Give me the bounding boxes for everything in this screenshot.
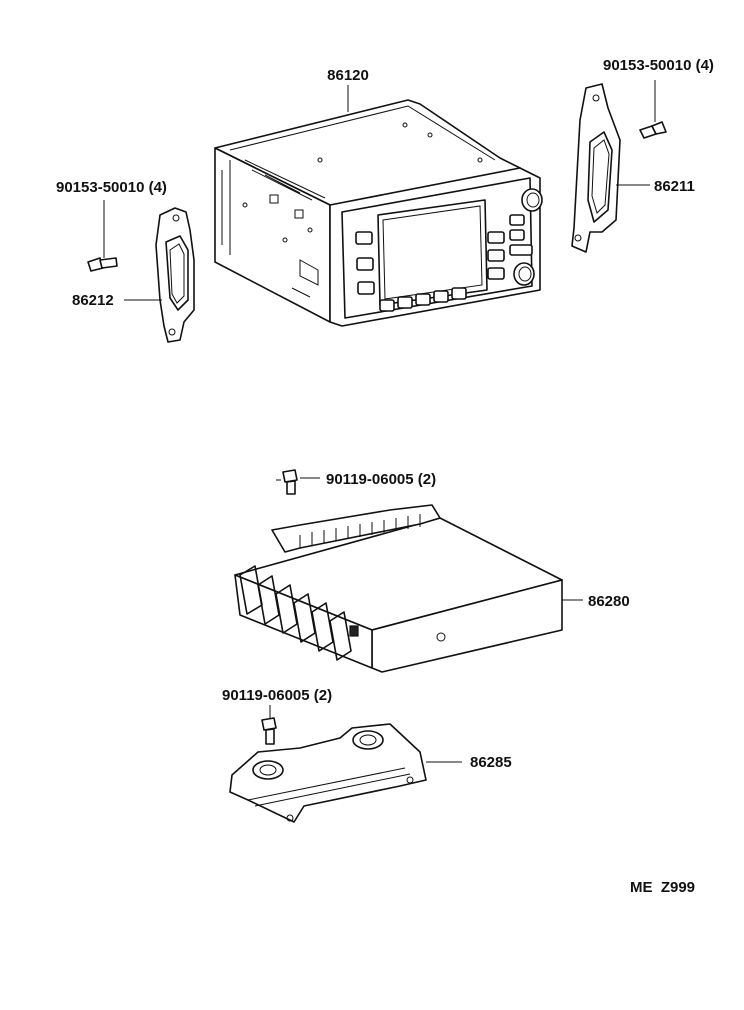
radio-unit-86120 [214, 85, 543, 327]
screw-90153-right [639, 80, 667, 139]
label-bolt-top: 90119-06005 (2) [326, 471, 436, 488]
screw-90153-left [87, 200, 118, 272]
label-86120: 86120 [327, 67, 369, 84]
bolt-90119-top [276, 469, 320, 495]
amp-bracket-86285 [229, 723, 462, 823]
footer-code: ME Z999 [630, 879, 695, 896]
label-86280: 86280 [588, 593, 630, 610]
label-86212: 86212 [72, 292, 114, 309]
bracket-86211 [571, 83, 650, 253]
bolt-90119-bottom [261, 705, 277, 745]
bracket-86212 [124, 207, 195, 343]
label-86285: 86285 [470, 754, 512, 771]
amplifier-86280 [234, 504, 583, 673]
label-screw-left: 90153-50010 (4) [56, 179, 167, 196]
label-screw-right: 90153-50010 (4) [603, 57, 714, 74]
label-86211: 86211 [654, 178, 695, 195]
label-bolt-bottom: 90119-06005 (2) [222, 687, 332, 704]
